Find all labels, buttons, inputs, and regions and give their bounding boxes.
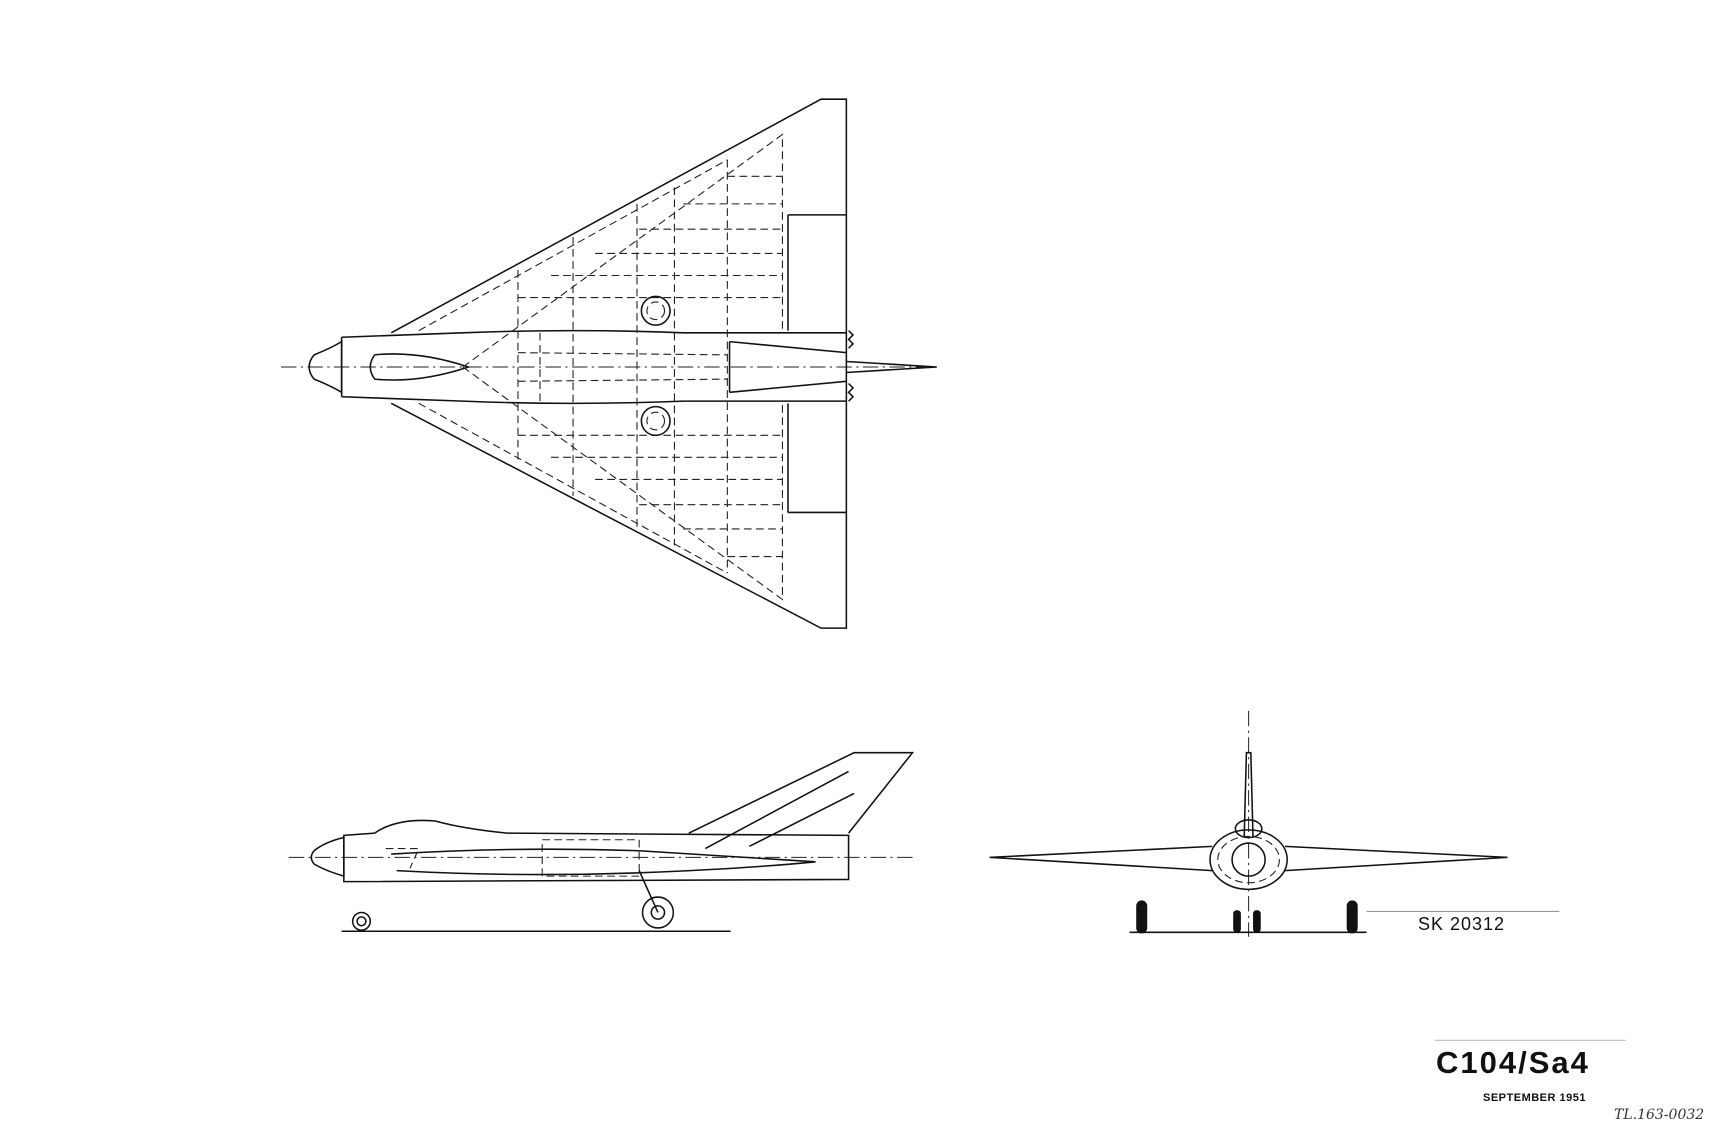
- internal-structure: [418, 133, 783, 601]
- sheet-number: SK 20312: [1418, 914, 1506, 934]
- side-view: [288, 751, 915, 932]
- drawing-date: SEPTEMBER 1951: [1483, 1092, 1586, 1104]
- reference-number: TL.163-0032: [1614, 1107, 1705, 1123]
- drawing-title: C104/Sa4: [1436, 1045, 1590, 1080]
- plan-view: [281, 98, 937, 629]
- front-view: [989, 710, 1560, 937]
